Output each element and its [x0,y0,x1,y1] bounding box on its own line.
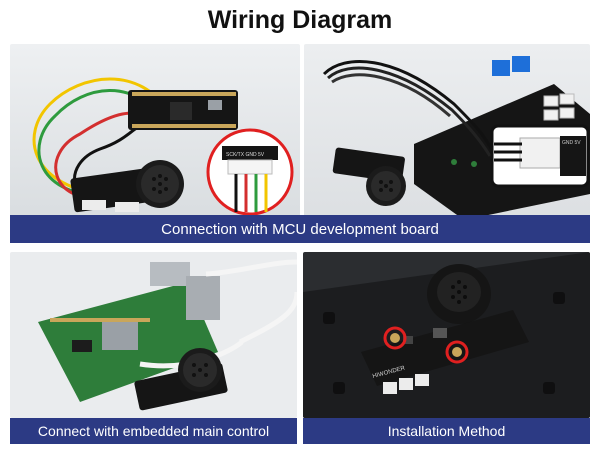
speaker-module [70,160,184,213]
mcu-board [128,90,238,130]
installation-photo: HIWONDER [303,252,590,418]
speaker-module [332,147,406,206]
raspberry-pi-board [38,262,220,402]
embedded-control-photo [10,252,297,418]
caption-text: Connection with MCU development board [161,220,439,238]
speaker-module [134,348,228,411]
caption-embedded-control: Connect with embedded main control [10,418,297,444]
screw-highlight-left [383,326,407,350]
connector-zoom-inset: SCK/TX GND 5V [206,128,294,216]
speaker-module-board: HIWONDER [361,310,529,394]
connector-zoom-inset: GND 5V [490,124,590,188]
screw-highlight-right [445,340,469,364]
controller-photo: GND 5V [304,44,590,220]
mcu-left-photo: SCK/TX GND 5V [10,44,300,220]
gnd-5v-label: GND 5V [562,140,581,146]
caption-text: Connect with embedded main control [37,423,270,439]
speaker [427,264,491,324]
caption-text: Installation Method [387,423,506,439]
page-title: Wiring Diagram [207,6,393,34]
pin-label: SCK/TX GND 5V [226,152,265,158]
caption-installation: Installation Method [303,418,590,444]
caption-mcu-connection: Connection with MCU development board [10,215,590,243]
